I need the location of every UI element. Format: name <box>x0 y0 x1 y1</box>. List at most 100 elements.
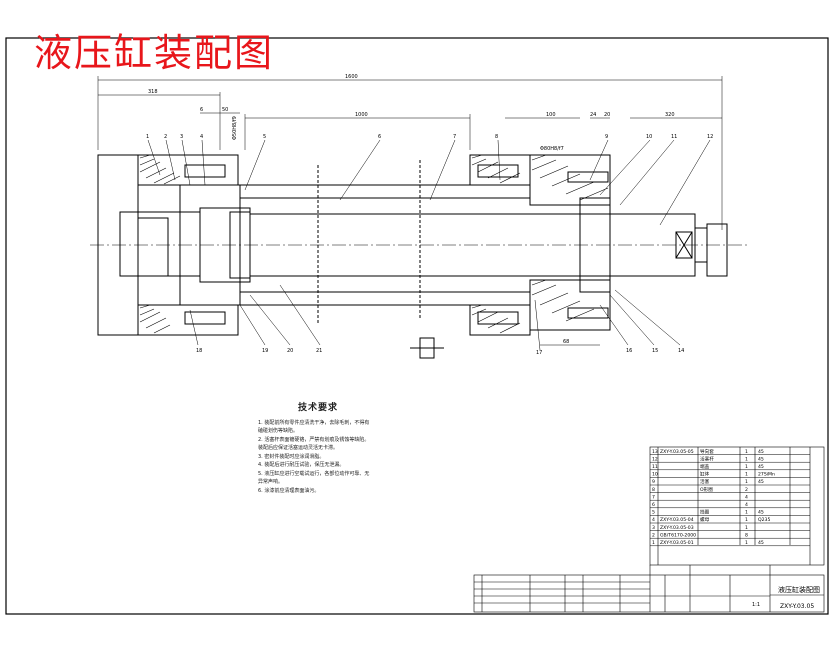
balloon: 8 <box>495 134 498 140</box>
parts-cell-no: 5 <box>652 510 655 516</box>
parts-cell-qty: 4 <box>745 494 748 500</box>
parts-cell-code: ZXY-Y.03.05-04 <box>660 517 694 523</box>
balloon: 2 <box>164 134 167 140</box>
balloon: 7 <box>453 134 456 140</box>
balloon: 9 <box>605 134 608 140</box>
parts-cell-no: 13 <box>652 449 658 455</box>
parts-cell-no: 4 <box>652 517 655 523</box>
tech-line: 5. 液压缸应进行空载试运行，各部位动作可靠、无 <box>258 470 370 477</box>
balloon: 12 <box>707 134 713 140</box>
parts-cell-name: 螺母 <box>700 516 710 523</box>
parts-cell-mat: 45 <box>758 479 764 485</box>
parts-table-grid <box>649 446 825 566</box>
parts-cell-qty: 1 <box>745 472 748 478</box>
parts-cell-name: O形圈 <box>700 486 713 493</box>
dim-hundred: 100 <box>546 112 556 118</box>
tech-line: 3. 密封件装配时应涂润滑脂。 <box>258 453 325 460</box>
parts-cell-no: 8 <box>652 487 655 493</box>
drawing-name: 液压缸装配图 <box>778 585 820 594</box>
parts-cell-name: 端盖 <box>700 463 710 470</box>
parts-cell-no: 1 <box>652 540 655 546</box>
balloon: 15 <box>652 348 658 354</box>
parts-cell-qty: 1 <box>745 510 748 516</box>
dim-overall: 1600 <box>345 74 358 80</box>
parts-cell-no: 9 <box>652 479 655 485</box>
balloon: 1 <box>146 134 149 140</box>
dim-320: 320 <box>665 112 675 118</box>
parts-cell-no: 11 <box>652 464 658 470</box>
dim-24: 24 <box>590 112 596 118</box>
tech-line: 2. 活塞杆表面镀硬铬，严禁有划痕及锈蚀等缺陷。 <box>258 436 370 443</box>
balloon: 19 <box>262 348 268 354</box>
parts-cell-name: 活塞杆 <box>700 455 714 462</box>
parts-cell-code: ZXY-Y.03.05-01 <box>660 540 694 546</box>
dim-fifty: 50 <box>222 107 228 113</box>
tech-line: 磕碰划伤等缺陷。 <box>258 428 299 434</box>
balloon: 18 <box>196 348 202 354</box>
dimension-texts: 1600 318 6 50 1000 100 24 20 320 Φ80H8/f… <box>148 74 675 345</box>
tech-line: 1. 装配前所有零件应清洗干净，去除毛刺，不得有 <box>258 419 370 426</box>
parts-cell-qty: 8 <box>745 532 748 538</box>
dim-68: 68 <box>563 339 569 345</box>
parts-cell-name: 导向套 <box>700 448 714 455</box>
balloon: 4 <box>200 134 203 140</box>
dim-left-offset: 318 <box>148 89 158 95</box>
parts-cell-qty: 2 <box>745 487 748 493</box>
parts-cell-mat: Q235 <box>758 517 770 523</box>
drawing-scale: 1:1 <box>752 602 760 608</box>
balloon: 21 <box>316 348 322 354</box>
parts-cell-qty: 1 <box>745 517 748 523</box>
balloon: 10 <box>646 134 652 140</box>
tech-line: 装配后应保证活塞运动灵活无卡滞。 <box>258 445 339 451</box>
parts-cell-name: 活塞 <box>700 478 710 485</box>
parts-cell-code: ZXY-Y.03.05-03 <box>660 525 694 531</box>
outer-frame <box>5 37 829 615</box>
balloons-top: 1 2 3 4 5 6 7 8 9 10 11 12 <box>146 134 713 140</box>
parts-cell-name: 缸体 <box>700 471 710 478</box>
parts-cell-qty: 1 <box>745 456 748 462</box>
leader-lines <box>147 139 711 351</box>
parts-cell-qty: 1 <box>745 525 748 531</box>
parts-cell-no: 10 <box>652 472 658 478</box>
title-block-grid <box>473 565 825 613</box>
dim-stroke: 1000 <box>355 112 368 118</box>
hatch-areas <box>139 154 609 334</box>
dim-fit2: Φ50H8/f9 <box>232 116 238 140</box>
dim-20: 20 <box>604 112 610 118</box>
balloon: 11 <box>671 134 677 140</box>
parts-cell-qty: 1 <box>745 540 748 546</box>
parts-cell-code: ZXY-Y.03.05-05 <box>660 449 694 455</box>
dimension-lines <box>97 76 723 346</box>
parts-cell-mat: 45 <box>758 540 764 546</box>
balloon: 5 <box>263 134 266 140</box>
parts-cell-name: 挡圈 <box>700 509 710 516</box>
parts-cell-no: 6 <box>652 502 655 508</box>
parts-cell-qty: 4 <box>745 502 748 508</box>
parts-cell-mat: 45 <box>758 456 764 462</box>
parts-cell-no: 7 <box>652 494 655 500</box>
page-title: 液压缸装配图 <box>34 31 275 75</box>
parts-cell-no: 2 <box>652 532 655 538</box>
balloon: 16 <box>626 348 632 354</box>
balloon: 3 <box>180 134 183 140</box>
parts-cell-mat: 45 <box>758 464 764 470</box>
balloon: 14 <box>678 348 684 354</box>
drawing-code: ZXY-Y.03.05 <box>780 603 814 610</box>
parts-cell-qty: 1 <box>745 449 748 455</box>
parts-cell-mat: 45 <box>758 449 764 455</box>
cylinder-body <box>97 154 728 359</box>
title-block-texts: 液压缸装配图 ZXY-Y.03.05 1:1 <box>752 585 820 610</box>
parts-cell-no: 3 <box>652 525 655 531</box>
tech-requirements: 技术要求 1. 装配前所有零件应清洗干净，去除毛刺，不得有 磕碰划伤等缺陷。 2… <box>258 404 378 495</box>
parts-cell-mat: 27SiMn <box>758 472 775 478</box>
dim-six: 6 <box>200 107 203 113</box>
tech-line: 异常声响。 <box>258 479 284 485</box>
parts-cell-qty: 1 <box>745 479 748 485</box>
tech-requirements-heading: 技术要求 <box>297 403 338 413</box>
tech-line: 6. 涂漆前应清理表面油污。 <box>258 487 320 494</box>
dim-fit1: Φ80H8/f7 <box>540 146 564 152</box>
balloon: 17 <box>536 350 542 356</box>
balloons-bottom: 18 19 20 21 17 16 15 14 <box>196 348 684 356</box>
